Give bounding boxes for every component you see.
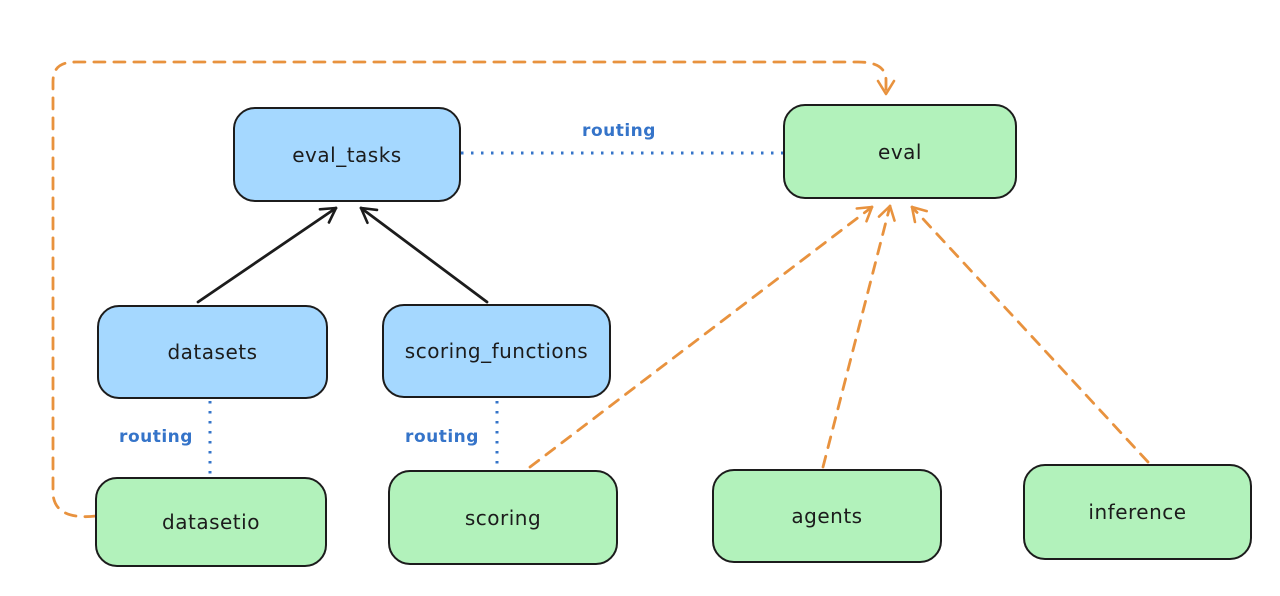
node-eval-tasks-label: eval_tasks: [292, 142, 402, 167]
node-scoring-functions: scoring_functions: [382, 304, 611, 398]
node-datasetio-label: datasetio: [162, 510, 260, 534]
edge-datasets-to-eval_tasks: [196, 206, 338, 304]
node-eval-label: eval: [878, 139, 922, 164]
node-datasetio: datasetio: [95, 477, 327, 567]
routing-label-datasets-datasetio: routing: [119, 427, 193, 447]
node-scoring-functions-label: scoring_functions: [404, 339, 589, 363]
node-agents: agents: [712, 469, 942, 563]
node-inference-label: inference: [1088, 500, 1187, 524]
edge-agents-to-eval: [821, 204, 896, 469]
node-eval: eval: [783, 104, 1017, 199]
edge-inference-to-eval: [910, 205, 1150, 464]
edge-scoring_functions-to-eval_tasks: [359, 206, 489, 304]
node-inference: inference: [1023, 464, 1252, 560]
routing-label-eval-tasks-eval: routing: [582, 121, 656, 141]
node-scoring-label: scoring: [464, 505, 542, 530]
node-datasets-label: datasets: [167, 340, 258, 364]
edge-datasetio-to-eval: [51, 60, 896, 519]
node-datasets: datasets: [97, 305, 328, 399]
node-scoring: scoring: [388, 470, 618, 565]
routing-label-scoring-functions-scoring: routing: [405, 427, 479, 447]
node-agents-label: agents: [791, 504, 863, 528]
node-eval-tasks: eval_tasks: [233, 107, 461, 202]
